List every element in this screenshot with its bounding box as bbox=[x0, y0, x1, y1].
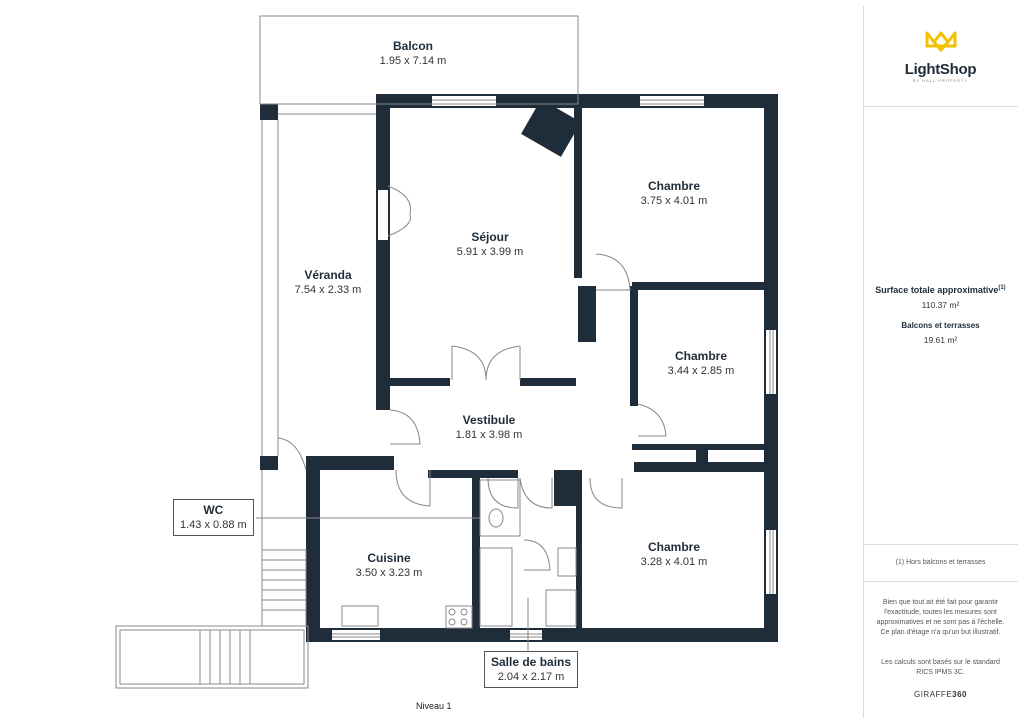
room-name: Véranda bbox=[304, 268, 352, 282]
wc-label: WC 1.43 x 0.88 m bbox=[173, 499, 254, 536]
room-dims: 3.44 x 2.85 m bbox=[667, 365, 735, 377]
wall-bath-left bbox=[472, 470, 480, 642]
sdb-dims: 2.04 x 2.17 m bbox=[497, 671, 565, 683]
wall-kitchen-left bbox=[306, 456, 320, 642]
total-area-value: 110.37 m² bbox=[921, 300, 960, 310]
room-dims: 7.54 x 2.33 m bbox=[294, 284, 362, 296]
giraffe-360: 360 bbox=[952, 690, 968, 699]
wall-sejour-chambre bbox=[574, 108, 582, 278]
room-dims: 3.75 x 4.01 m bbox=[640, 195, 708, 207]
sidebar-separator bbox=[863, 581, 1018, 582]
balcony-area-value: 19.61 m² bbox=[923, 335, 958, 345]
shower bbox=[545, 589, 577, 627]
level-label: Niveau 1 bbox=[416, 701, 452, 711]
sidebar-divider bbox=[863, 6, 864, 718]
total-area-title: Surface totale approximative bbox=[875, 285, 999, 295]
room-dims: 5.91 x 3.99 m bbox=[456, 246, 524, 258]
total-area-block: Surface totale approximative(1) 110.37 m… bbox=[863, 285, 1018, 345]
sidebar-separator bbox=[863, 544, 1018, 545]
standard-note: Les calculs sont basés sur le standard R… bbox=[881, 659, 1000, 676]
fireplace bbox=[521, 99, 581, 157]
room-dims: 1.81 x 3.98 m bbox=[455, 429, 523, 441]
room-label-vestibule: Vestibule 1.81 x 3.98 m bbox=[456, 412, 523, 443]
bathtub bbox=[479, 547, 513, 627]
room-dims: 3.50 x 3.23 m bbox=[355, 567, 423, 579]
room-label-chambre-1: Chambre 3.75 x 4.01 m bbox=[641, 178, 708, 209]
balcony-area-title: Balcons et terrasses bbox=[901, 321, 980, 330]
giraffe360-logo: GIRAFFE360 bbox=[863, 690, 1018, 699]
wc-outline bbox=[479, 479, 521, 537]
room-name: Chambre bbox=[674, 349, 727, 363]
sdb-name: Salle de bains bbox=[491, 655, 572, 669]
room-dims: 1.95 x 7.14 m bbox=[379, 55, 447, 67]
wall-sejour-bottom-left bbox=[390, 378, 450, 386]
room-label-chambre-3: Chambre 3.28 x 4.01 m bbox=[641, 539, 708, 570]
terrace bbox=[115, 625, 309, 689]
room-label-balcon: Balcon 1.95 x 7.14 m bbox=[380, 38, 447, 69]
wall-bath-divider bbox=[554, 470, 580, 506]
sidebar-separator bbox=[863, 106, 1018, 107]
room-name: Chambre bbox=[647, 540, 700, 554]
wall-chambre2-left bbox=[630, 286, 638, 406]
wall-sejour-bottom-right bbox=[520, 378, 576, 386]
wall-bath-right bbox=[576, 470, 582, 642]
wc-name: WC bbox=[203, 503, 224, 517]
wall-chambre1-bottom bbox=[632, 282, 772, 290]
crown-icon bbox=[925, 31, 956, 53]
room-name: Séjour bbox=[471, 230, 509, 244]
thin-lines bbox=[115, 15, 774, 689]
giraffe-text: GIRAFFE bbox=[913, 690, 953, 699]
room-name: Cuisine bbox=[367, 551, 411, 565]
floor-plan bbox=[115, 15, 778, 689]
room-dims: 3.28 x 4.01 m bbox=[640, 556, 708, 568]
total-area-sup: (1) bbox=[998, 285, 1006, 291]
sink bbox=[557, 547, 577, 577]
disclaimer: Bien que tout ait été fait pour garantir… bbox=[876, 599, 1005, 636]
wall-divider-block bbox=[578, 286, 596, 342]
wall-veranda-post-bottom bbox=[260, 456, 278, 470]
wall-kitchen-top bbox=[306, 456, 394, 470]
room-name: Chambre bbox=[647, 179, 700, 193]
wall-chambre3-top bbox=[634, 462, 774, 472]
wc-dims: 1.43 x 0.88 m bbox=[180, 519, 247, 531]
wall-veranda-post-top bbox=[260, 104, 278, 120]
brand-sub: BY HALL PROPERTY bbox=[912, 78, 969, 83]
footnote: (1) Hors balcons et terrasses bbox=[895, 559, 986, 566]
stairs bbox=[261, 549, 307, 627]
stove bbox=[445, 605, 473, 629]
wall-sejour-left bbox=[376, 94, 390, 410]
brand-logo: LightShop BY HALL PROPERTY bbox=[863, 30, 1018, 83]
walls bbox=[260, 94, 778, 642]
room-name: Vestibule bbox=[462, 413, 516, 427]
room-name: Balcon bbox=[392, 39, 433, 53]
room-label-sejour: Séjour 5.91 x 3.99 m bbox=[457, 229, 524, 260]
info-sidebar: LightShop BY HALL PROPERTY Surface total… bbox=[863, 6, 1018, 718]
sdb-label: Salle de bains 2.04 x 2.17 m bbox=[484, 651, 579, 688]
brand-name: LightShop bbox=[904, 61, 977, 78]
kitchen-counter bbox=[341, 605, 379, 627]
room-label-veranda: Véranda 7.54 x 2.33 m bbox=[295, 267, 362, 298]
room-label-cuisine: Cuisine 3.50 x 3.23 m bbox=[356, 550, 423, 581]
room-label-chambre-2: Chambre 3.44 x 2.85 m bbox=[668, 348, 735, 379]
